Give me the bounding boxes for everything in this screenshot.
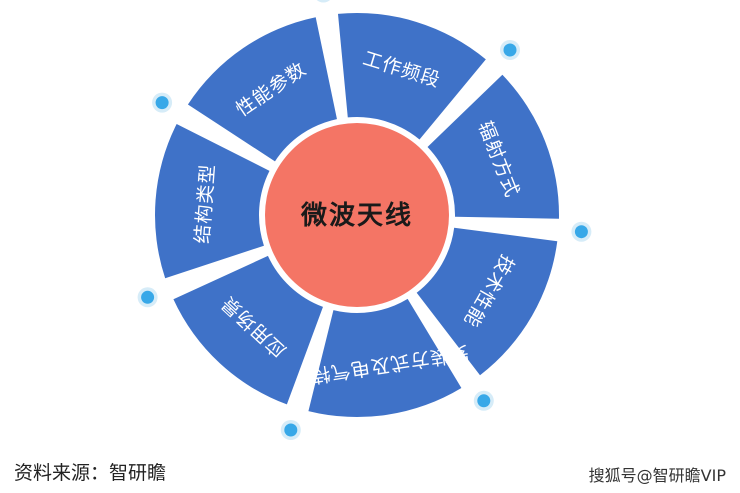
segment-1 (337, 13, 486, 140)
dot-4 (477, 394, 491, 408)
dot-6 (141, 290, 155, 304)
segment-7 (187, 17, 337, 162)
center-label: 微波天线 (300, 200, 413, 231)
segment-4 (308, 298, 462, 418)
segment-2 (427, 74, 559, 219)
dot-3 (574, 225, 588, 239)
dot-2 (503, 43, 517, 57)
dot-halo-1 (316, 0, 331, 3)
segment-3 (416, 227, 558, 376)
segment-5 (173, 255, 323, 405)
dot-7 (155, 96, 169, 110)
source-note: 资料来源：智研瞻 (14, 462, 167, 484)
watermark: 搜狐号@智研瞻VIP (588, 466, 726, 485)
center-circle (265, 123, 449, 307)
dot-5 (284, 423, 298, 437)
segment-6 (154, 124, 270, 279)
